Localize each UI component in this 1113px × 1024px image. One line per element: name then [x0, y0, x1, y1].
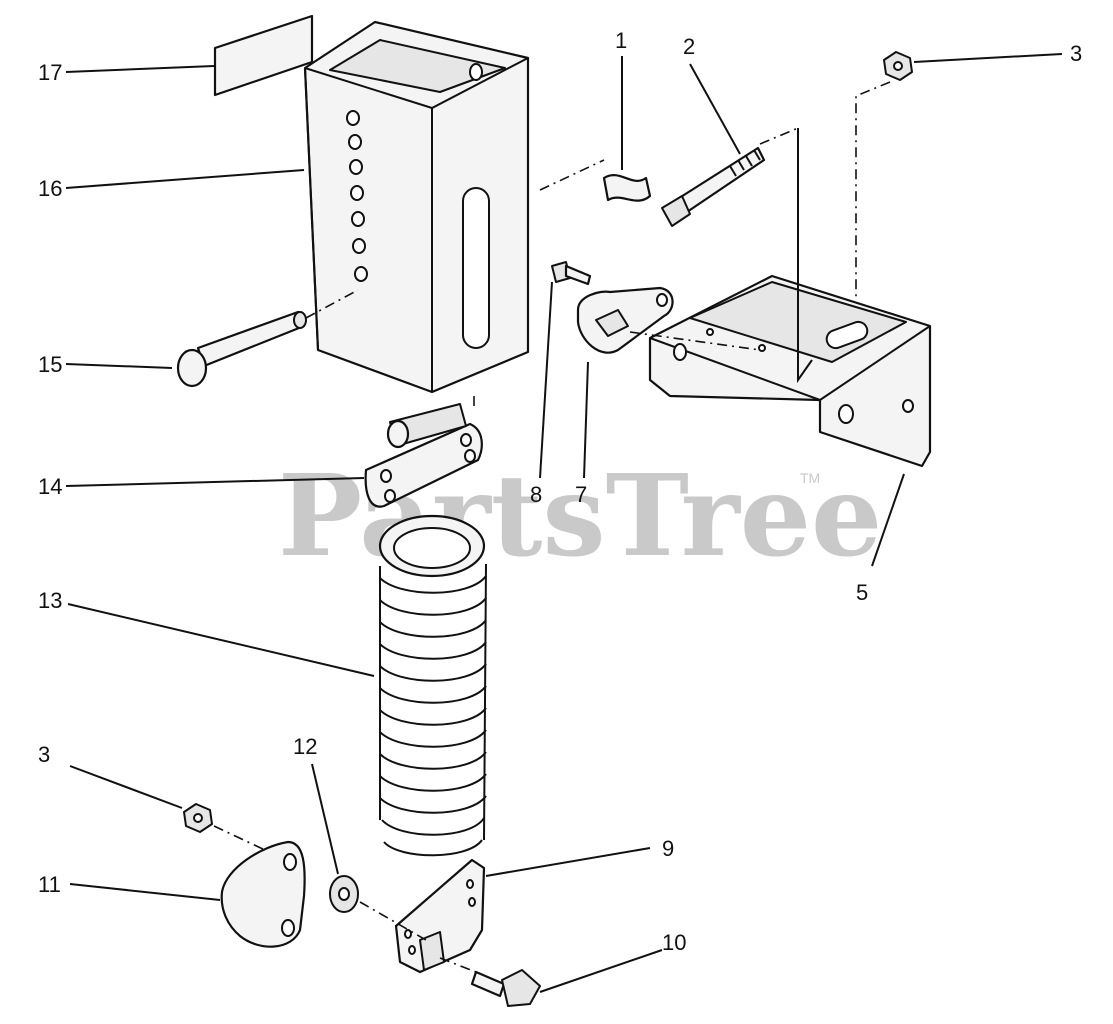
part-12-washer[interactable] [329, 875, 427, 941]
callout-2: 2 [683, 34, 695, 59]
callout-15: 15 [38, 352, 62, 377]
part-17-decal[interactable] [213, 14, 314, 97]
spring-coils [379, 563, 487, 857]
callout-13: 13 [38, 588, 62, 613]
part-9-lower-bracket[interactable] [394, 858, 486, 974]
callout-3-bottom: 3 [38, 742, 50, 767]
part-3-nut-bottom[interactable] [183, 803, 283, 859]
leader-lines [65, 53, 1063, 993]
callout-8: 8 [530, 482, 542, 507]
part-1-hairpin-clip[interactable] [539, 159, 652, 202]
callout-12: 12 [293, 734, 317, 759]
callout-17: 17 [38, 60, 62, 85]
callout-5: 5 [856, 580, 868, 605]
part-3-nut-top[interactable] [855, 51, 913, 300]
callout-16: 16 [38, 176, 62, 201]
watermark-trademark: TM [800, 470, 820, 486]
part-15-clevis-pin[interactable] [176, 289, 359, 388]
part-14-spring-bracket[interactable] [364, 396, 483, 508]
part-13-spring[interactable] [378, 514, 487, 857]
part-2-bolt[interactable] [661, 146, 766, 227]
part-10-bolt[interactable] [439, 957, 541, 1007]
callout-7: 7 [575, 482, 587, 507]
callout-labels: 1 2 3 17 16 15 14 8 7 5 13 12 3 9 11 10 [38, 28, 1082, 955]
callout-9: 9 [662, 836, 674, 861]
callout-1: 1 [615, 28, 627, 53]
callout-10: 10 [662, 930, 686, 955]
part-11-plate[interactable] [220, 840, 306, 948]
callout-11: 11 [38, 872, 61, 897]
callout-3-top: 3 [1070, 41, 1082, 66]
part-8-screw[interactable] [551, 261, 592, 286]
part-5-bracket[interactable] [629, 127, 932, 468]
part-7-cam-plate[interactable] [576, 286, 674, 354]
part-16-tube[interactable] [303, 20, 530, 394]
callout-14: 14 [38, 474, 62, 499]
